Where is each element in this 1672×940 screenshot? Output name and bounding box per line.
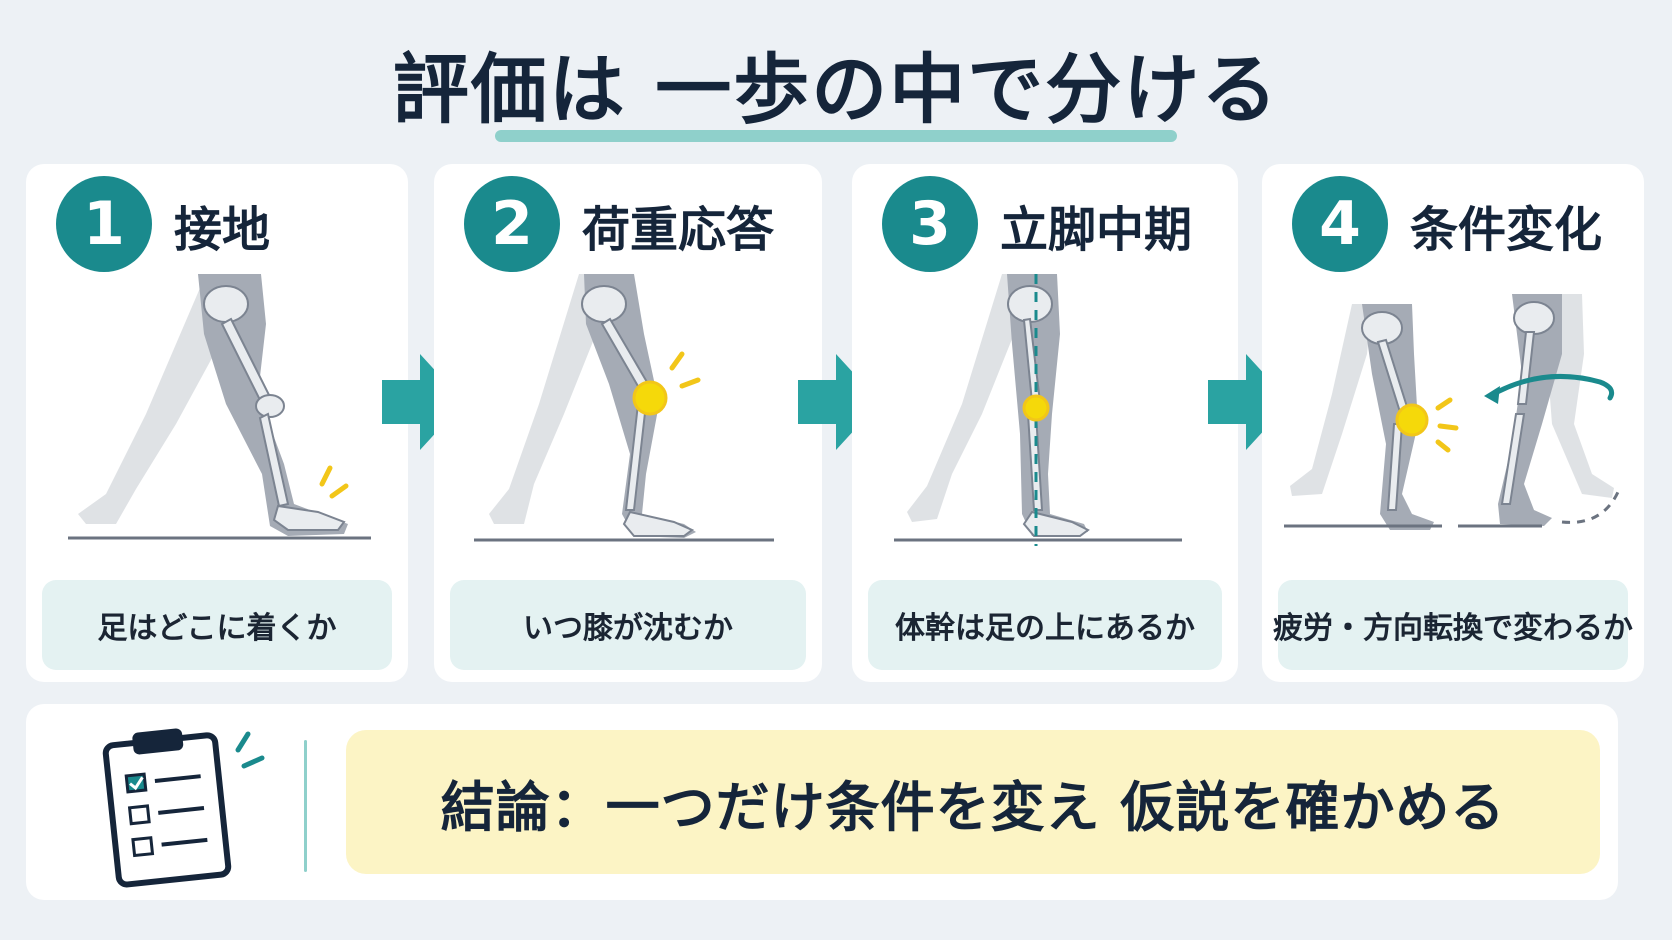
step-card-3: 3 立脚中期 体幹は足の上にあるか bbox=[852, 164, 1238, 682]
step-label-4: 条件変化 bbox=[1410, 202, 1603, 258]
title-underline bbox=[495, 130, 1177, 142]
step-card-2: 2 荷重応答 いつ膝が沈むか bbox=[434, 164, 822, 682]
step-number-2: 2 bbox=[464, 176, 560, 272]
step-card-4: 4 条件変化 bbox=[1262, 164, 1644, 682]
step-card-1: 1 接地 足はどこに着くか bbox=[26, 164, 408, 682]
arrow-right-icon bbox=[382, 354, 464, 450]
leg-illustration-mid-stance bbox=[894, 274, 1182, 546]
conclusion-panel: 結論：一つだけ条件を変え 仮説を確かめる bbox=[26, 704, 1618, 900]
step-number-4: 4 bbox=[1292, 176, 1388, 272]
divider bbox=[304, 740, 307, 872]
leg-illustration-initial-contact bbox=[68, 274, 371, 540]
step-number-3: 3 bbox=[882, 176, 978, 272]
step-number-1: 1 bbox=[56, 176, 152, 272]
rotate-icon bbox=[1487, 373, 1615, 401]
arrow-right-icon bbox=[1208, 354, 1290, 450]
step-caption-2: いつ膝が沈むか bbox=[450, 580, 806, 670]
conclusion-text: 結論：一つだけ条件を変え 仮説を確かめる bbox=[346, 730, 1600, 874]
clipboard-checklist-icon bbox=[102, 728, 265, 888]
page-title: 評価は 一歩の中で分ける bbox=[392, 45, 1280, 134]
step-label-1: 接地 bbox=[174, 202, 271, 258]
step-label-2: 荷重応答 bbox=[582, 202, 775, 258]
arrow-right-icon bbox=[798, 354, 880, 450]
leg-illustration-condition-change bbox=[1284, 294, 1620, 530]
step-caption-3: 体幹は足の上にあるか bbox=[868, 580, 1222, 670]
step-caption-1: 足はどこに着くか bbox=[42, 580, 392, 670]
leg-illustration-loading-response bbox=[474, 274, 774, 542]
step-label-3: 立脚中期 bbox=[1000, 202, 1193, 258]
step-caption-4: 疲労・方向転換で変わるか bbox=[1273, 580, 1633, 670]
